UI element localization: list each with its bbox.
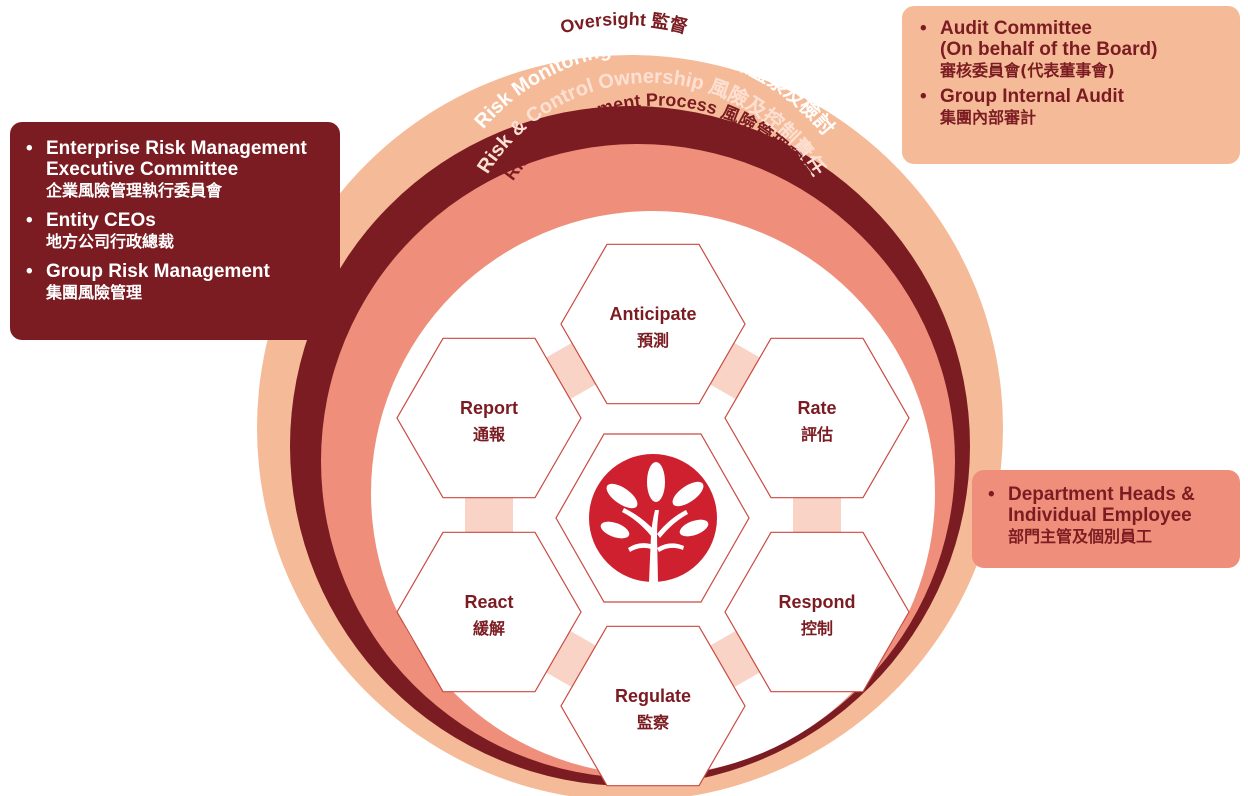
process-step-label-zh: 評估 [801, 425, 833, 444]
process-step-label: Regulate [615, 686, 691, 706]
hex-connector [465, 489, 513, 541]
process-step-report: Report 通報 [396, 337, 582, 499]
process-hexagon [724, 337, 910, 499]
process-hexagon [396, 531, 582, 693]
process-step-label: Rate [797, 398, 836, 418]
process-step-label-zh: 監察 [637, 713, 670, 732]
process-hexagons: Anticipate 預測 Rate 評估 Respond 控制 Regulate 監察 Rea… [396, 243, 910, 787]
list-item: Audit Committee (On behalf of the Board)… [918, 18, 1232, 82]
process-step-label-zh: 緩解 [473, 619, 505, 638]
process-hexagon [724, 531, 910, 693]
process-hexagon [396, 337, 582, 499]
oversight-label: Oversight 監督 [558, 9, 690, 37]
process-step-label-zh: 通報 [473, 425, 506, 444]
ownership-box: Department Heads & Individual Employee部門… [972, 470, 1240, 568]
process-step-label: Anticipate [609, 304, 696, 324]
process-step-label: Report [460, 398, 518, 418]
process-hexagon [560, 243, 746, 405]
process-hexagon [560, 625, 746, 787]
process-step-anticipate: Anticipate 預測 [560, 243, 746, 405]
process-step-label-zh: 預測 [637, 331, 669, 350]
oversight-box: Audit Committee (On behalf of the Board)… [902, 6, 1240, 164]
list-item: Enterprise Risk Management Executive Com… [24, 138, 330, 202]
process-step-label-zh: 控制 [801, 619, 833, 638]
process-step-label: Respond [778, 592, 855, 612]
process-step-regulate: Regulate 監察 [560, 625, 746, 787]
list-item: Department Heads & Individual Employee部門… [986, 484, 1232, 548]
hex-connector [793, 489, 841, 541]
governance-box-left: Enterprise Risk Management Executive Com… [10, 122, 340, 340]
tree-logo-icon [589, 454, 717, 582]
process-step-label: React [464, 592, 513, 612]
process-step-rate: Rate 評估 [724, 337, 910, 499]
process-step-respond: Respond 控制 [724, 531, 910, 693]
process-step-react: React 緩解 [396, 531, 582, 693]
